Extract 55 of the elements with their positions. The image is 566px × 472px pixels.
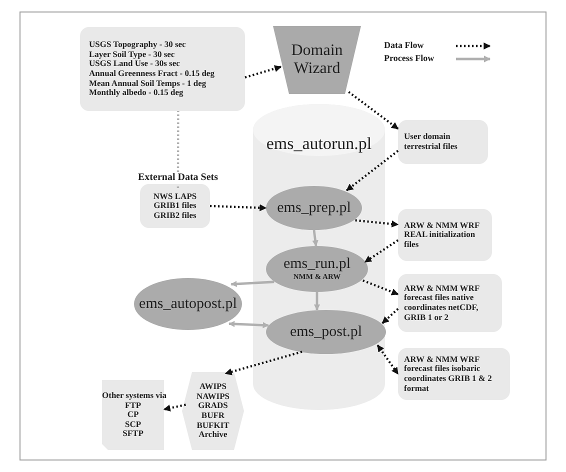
arrow: [376, 344, 399, 375]
arrow: [312, 230, 318, 247]
arrow: [228, 320, 270, 328]
arrow: [244, 65, 282, 78]
node-label: ARW & NMM WRF REAL initialization files: [404, 220, 480, 250]
node-label: ems_post.pl: [288, 324, 364, 340]
node-sublabel: GRIB2 files: [152, 210, 198, 220]
node-sublabel: Layer Soil Type - 30 sec: [89, 50, 176, 60]
node-sublabel: Annual Greenness Fract - 0.15 deg: [89, 69, 216, 79]
arrow: [382, 308, 399, 324]
group-label: External Data Sets: [137, 172, 219, 184]
node-sublabel: BUFKIT: [196, 420, 230, 430]
node-label: Other systems via: [102, 391, 164, 401]
node-label: NWS LAPS: [152, 192, 198, 202]
node-label: AWIPS: [198, 382, 228, 392]
data-box: [398, 348, 510, 400]
node-sublabel: NAWIPS: [195, 392, 231, 402]
node-sublabel: GRADS: [197, 401, 229, 411]
data-box: [398, 274, 502, 332]
connector-line: [176, 111, 180, 172]
node-label: ARW & NMM WRF forecast files isobaric coordinates GRIB 1 & 2 format: [404, 354, 493, 394]
node-label: ems_autorun.pl: [265, 134, 373, 154]
legend-label: Data Flow: [384, 40, 424, 50]
node-label: ems_autopost.pl: [138, 296, 238, 312]
arrow: [348, 91, 399, 130]
arrow: [355, 219, 399, 228]
node-sublabel: USGS Land Use - 30s sec: [89, 59, 181, 69]
arrow: [364, 239, 399, 264]
node-label: ems_prep.pl: [276, 200, 352, 216]
node-sublabel: SFTP: [122, 429, 144, 439]
node-sublabel: CP: [126, 410, 140, 420]
node-label: User domain terrestrial files: [404, 132, 458, 152]
data-box: [80, 27, 245, 111]
node-sublabel: SCP: [124, 420, 142, 430]
data-box: [398, 120, 488, 164]
node-label: ems_run.pl: [282, 256, 352, 274]
arrow: [224, 350, 302, 376]
node-sublabel: GRIB1 files: [152, 201, 198, 211]
arrow: [346, 150, 399, 192]
arrow: [163, 404, 186, 412]
node-sublabel: BUFR: [200, 411, 226, 421]
arrow: [362, 279, 399, 296]
node-sublabel: FTP: [124, 400, 142, 410]
legend-label: Process Flow: [384, 53, 434, 63]
node-label: USGS Topography - 30 sec: [89, 40, 187, 50]
node-label: ARW & NMM WRF forecast files native coordinates netCDF, GRIB 1 or 2: [404, 284, 480, 322]
node-sublabel: Archive: [198, 430, 228, 440]
node-sublabel: Monthly albedo - 0.15 deg: [89, 88, 184, 98]
node-sublabel: Mean Annual Soil Temps - 1 deg: [89, 78, 206, 88]
node-label: Domain Wizard: [290, 42, 344, 78]
arrow: [314, 292, 320, 311]
data-box: [398, 209, 492, 261]
data-box: [140, 184, 210, 228]
arrow: [230, 280, 274, 288]
arrow: [210, 204, 267, 212]
